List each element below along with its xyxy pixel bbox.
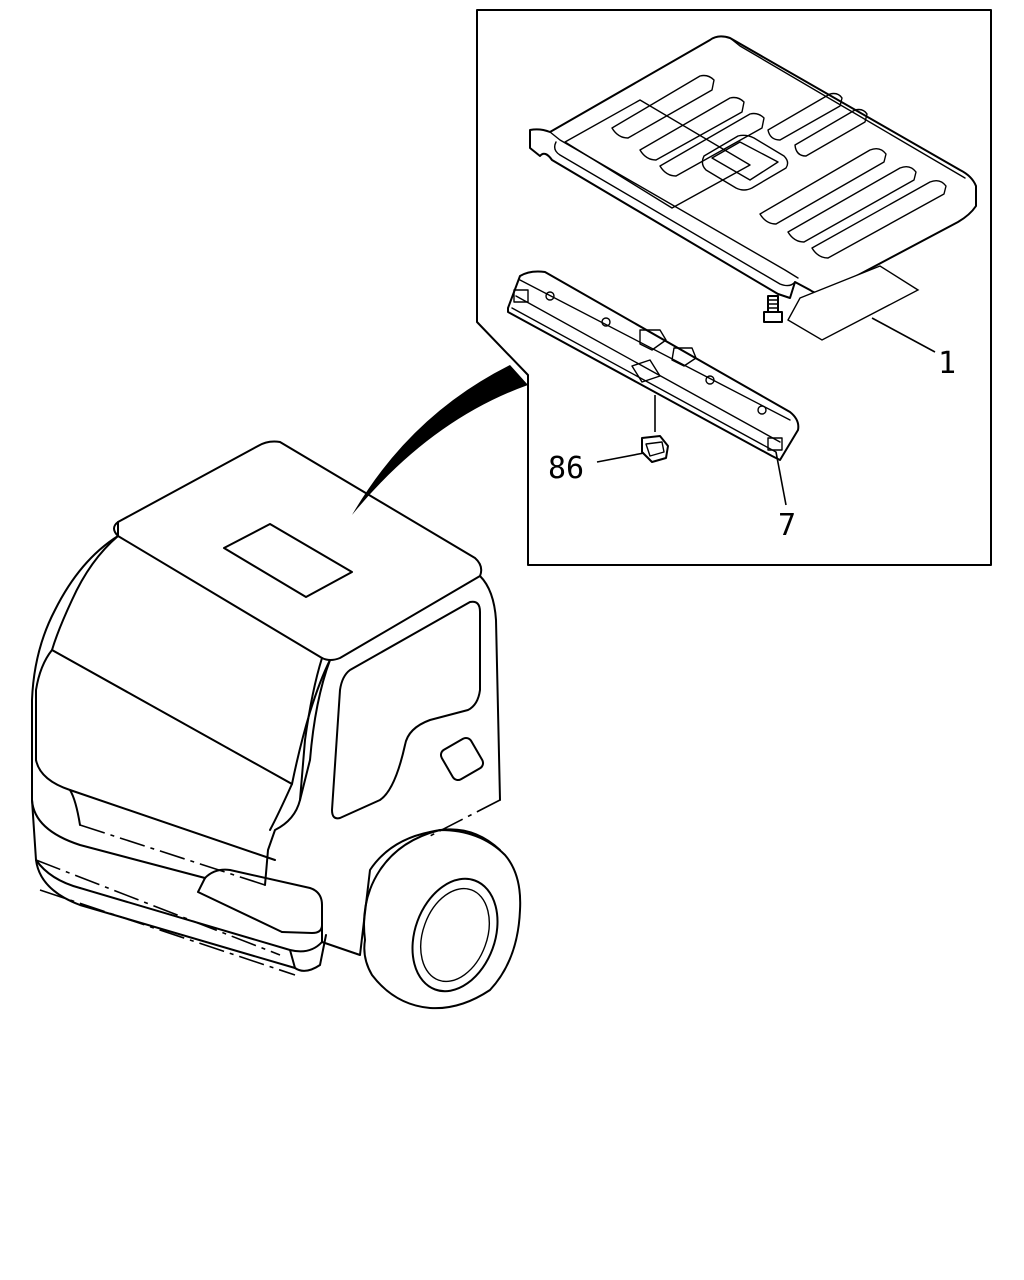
- inset-border: [476, 9, 992, 566]
- leader-line-86: [596, 452, 645, 463]
- leader-line-1: [871, 317, 936, 353]
- roof-hatch-outline: [223, 523, 353, 598]
- door-handle: [439, 736, 485, 782]
- detail-inset: 1 7 86: [476, 9, 992, 566]
- callout-7: 7: [778, 508, 796, 543]
- clip-part: [641, 435, 669, 463]
- callout-1: 1: [938, 346, 956, 381]
- door-window: [331, 600, 481, 820]
- callout-86: 86: [548, 451, 584, 486]
- wheel-rim: [411, 877, 499, 993]
- panel-label-plate: [787, 265, 920, 341]
- front-trim-rail: [507, 270, 800, 461]
- screw-icon: [763, 295, 783, 323]
- front-tire: [363, 829, 522, 1010]
- truck-cab-drawing: [31, 440, 522, 1010]
- leader-line-7: [775, 451, 787, 506]
- detail-pointer: [352, 365, 528, 515]
- roof-lining-panel: [529, 35, 977, 299]
